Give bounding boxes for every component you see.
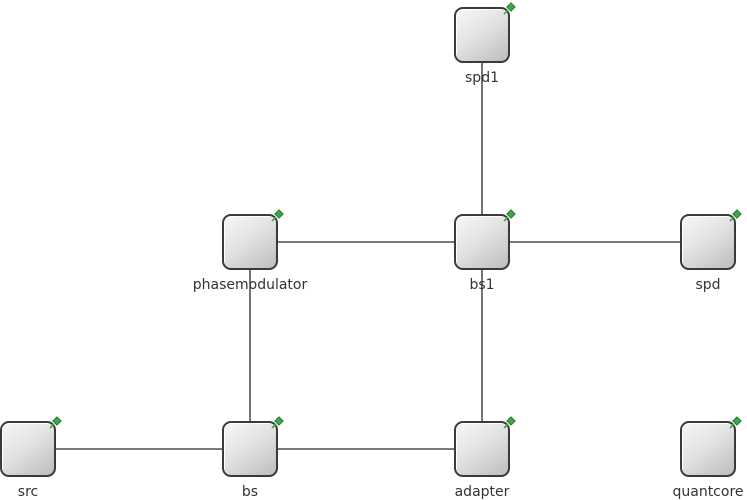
pin-icon (502, 208, 516, 222)
node-spd1[interactable] (454, 7, 510, 63)
node-label-phasemodulator: phasemodulator (192, 277, 308, 293)
node-bs[interactable] (222, 421, 278, 477)
node-quantcore[interactable] (680, 421, 736, 477)
pin-icon (502, 415, 516, 429)
node-label-adapter: adapter (454, 484, 510, 500)
node-label-spd1: spd1 (465, 70, 499, 86)
node-label-spd: spd (695, 277, 721, 293)
pin-icon (728, 208, 742, 222)
node-spd[interactable] (680, 214, 736, 270)
node-adapter[interactable] (454, 421, 510, 477)
node-bs1[interactable] (454, 214, 510, 270)
pin-icon (270, 415, 284, 429)
pin-icon (502, 1, 516, 15)
pin-icon (48, 415, 62, 429)
node-phasemodulator[interactable] (222, 214, 278, 270)
pin-icon (270, 208, 284, 222)
node-label-src: src (17, 484, 39, 500)
node-label-quantcore: quantcore (672, 484, 744, 500)
node-label-bs: bs (241, 484, 259, 500)
pin-icon (728, 415, 742, 429)
node-label-bs1: bs1 (469, 277, 495, 293)
node-src[interactable] (0, 421, 56, 477)
